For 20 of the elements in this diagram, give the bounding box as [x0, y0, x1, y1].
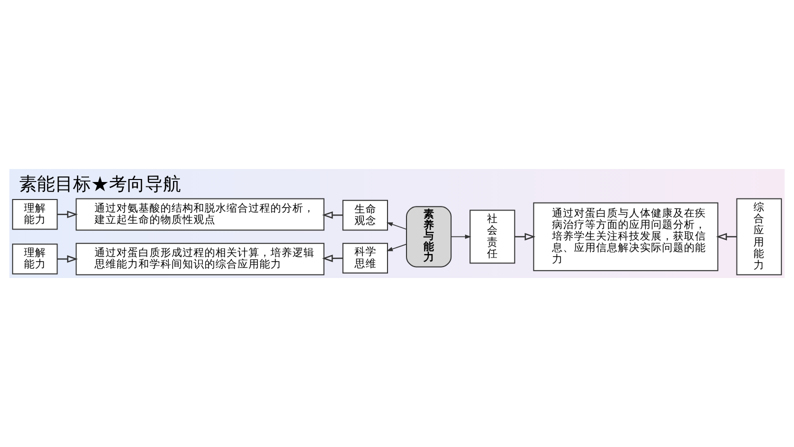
- node-box: 通过对氨基酸的结构和脱水缩合过程的分析，建立起生命的物质性观点: [76, 198, 324, 231]
- node-box: 素养与能力: [406, 206, 452, 268]
- node-box: 科学思维: [342, 242, 388, 274]
- node-box: 理解能力: [12, 244, 58, 274]
- arrow: [514, 232, 536, 240]
- node-box: 社会责任: [470, 210, 516, 264]
- node-box: 综合应用能力: [736, 198, 782, 276]
- arrow: [322, 254, 343, 262]
- arrow: [450, 234, 472, 239]
- arrow: [57, 210, 78, 218]
- arrow: [57, 255, 78, 263]
- node-box: 生命观念: [342, 200, 388, 231]
- node-box: 通过对蛋白质形成过程的相关计算，培养逻辑思维能力和学科间知识的综合应用能力: [76, 242, 324, 276]
- arrow: [716, 232, 737, 240]
- node-box: 理解能力: [12, 199, 58, 230]
- arrow: [386, 222, 407, 230]
- arrow: [322, 211, 343, 219]
- node-box: 通过对蛋白质与人体健康及在疾病治疗等方面的应用问题分析，培养学生关注科技发展，获取信息、应用信息解决实际问题的能力: [533, 202, 718, 272]
- arrow: [386, 244, 407, 252]
- diagram-title: 素能目标★考向导航: [19, 174, 182, 194]
